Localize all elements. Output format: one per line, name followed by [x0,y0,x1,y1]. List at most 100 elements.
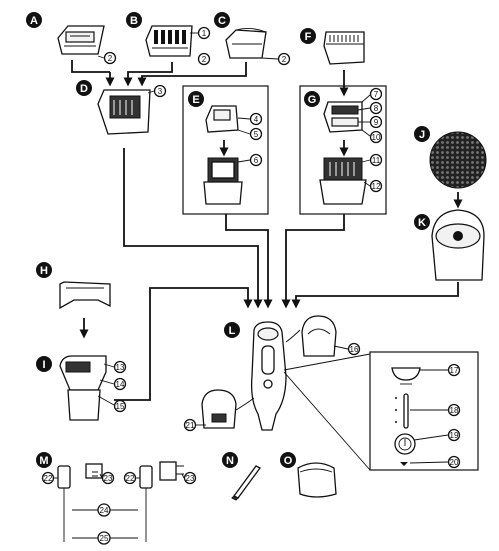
part-i-shaver [59,355,107,421]
svg-text:22: 22 [44,474,53,483]
part-17-light [391,367,421,385]
svg-text:25: 25 [100,534,109,543]
number-callouts: 1 2 2 2 3 4 5 6 7 8 9 10 11 12 13 14 15 … [41,26,461,545]
callout-7: 7 [361,87,383,103]
part-f-trimmer-cap [323,31,365,65]
part-19-switch [394,433,416,455]
section-label-m: M [36,452,52,468]
svg-text:5: 5 [254,130,259,139]
part-g-body [319,157,367,205]
callout-20: 20 [409,455,461,469]
svg-text:7: 7 [374,90,379,99]
section-label-l: L [224,322,240,338]
svg-text:N: N [226,455,234,467]
section-label-h: H [36,262,52,278]
section-label-g: G [304,91,320,107]
part-d-head [97,89,151,135]
zoom-line-top [283,353,371,371]
svg-text:15: 15 [116,402,125,411]
callout-23b: 23 [181,471,197,485]
part-e-cap [205,105,239,133]
svg-text:H: H [40,265,48,277]
part-c-cap [225,27,267,59]
callout-9: 9 [358,115,383,129]
callout-4: 4 [237,112,263,126]
svg-text:13: 13 [116,363,125,372]
section-label-b: B [126,12,142,28]
section-label-d: D [76,80,92,96]
part-18-indicator [395,393,409,429]
callout-23a: 23 [99,471,115,485]
svg-text:1: 1 [202,29,207,38]
section-label-a: A [26,12,42,28]
svg-text:D: D [80,83,88,95]
svg-text:18: 18 [450,406,459,415]
section-label-c: C [214,12,230,28]
callout-21: 21 [183,418,206,432]
part-16-stand [285,315,337,357]
callout-22b: 22 [123,471,140,485]
section-label-e: E [188,91,204,107]
svg-text:23: 23 [104,474,113,483]
callout-15: 15 [97,395,127,413]
svg-text:K: K [418,217,426,229]
arrows-abc-to-d [71,60,247,87]
callout-2a: 2 [97,51,117,65]
svg-text:2: 2 [202,55,207,64]
part-n-cleaning-brush [231,465,261,501]
section-label-j: J [414,126,430,142]
callout-13: 13 [103,360,127,374]
svg-text:11: 11 [372,156,381,165]
callout-5: 5 [237,127,263,141]
section-label-k: K [414,214,430,230]
part-l-main-body [250,321,287,431]
svg-text:16: 16 [350,345,359,354]
svg-text:O: O [284,455,293,467]
callout-6: 6 [237,153,263,167]
svg-text:8: 8 [374,104,379,113]
svg-text:A: A [30,15,38,27]
section-labels: A B C D E F G H I J K L M N O [26,12,430,468]
section-label-n: N [222,452,238,468]
svg-text:17: 17 [450,366,459,375]
svg-text:4: 4 [254,115,259,124]
svg-text:21: 21 [186,421,195,430]
callout-14: 14 [99,377,127,391]
callout-2c: 2 [261,52,291,66]
svg-text:2: 2 [282,55,287,64]
callout-1: 1 [190,26,211,40]
callout-22a: 22 [41,471,58,485]
callout-18: 18 [410,403,461,417]
svg-text:14: 14 [116,380,125,389]
svg-text:24: 24 [100,506,109,515]
svg-text:L: L [229,325,236,337]
part-g-trimmer [323,101,363,133]
callout-8: 8 [357,101,383,115]
svg-text:B: B [130,15,138,27]
svg-text:19: 19 [450,431,459,440]
svg-text:22: 22 [126,474,135,483]
callout-19: 19 [413,428,461,442]
svg-text:20: 20 [450,458,459,467]
svg-text:E: E [192,94,199,106]
part-21-detail [201,389,255,429]
callout-10: 10 [361,129,383,144]
zoom-line-bottom [283,371,371,471]
connector-lines [114,148,459,401]
callout-3: 3 [147,84,167,98]
part-e-body [203,157,243,205]
part-20-socket [400,462,408,466]
part-o-pouch [297,462,337,498]
callout-2b: 2 [197,52,211,66]
svg-text:M: M [39,455,48,467]
section-label-o: O [280,452,296,468]
svg-text:J: J [419,129,425,141]
part-a-cap [57,25,105,55]
part-j-brush [429,131,487,189]
callout-24: 24 [97,503,111,517]
svg-text:6: 6 [254,156,259,165]
svg-text:10: 10 [372,133,381,142]
section-label-i: I [36,356,52,372]
